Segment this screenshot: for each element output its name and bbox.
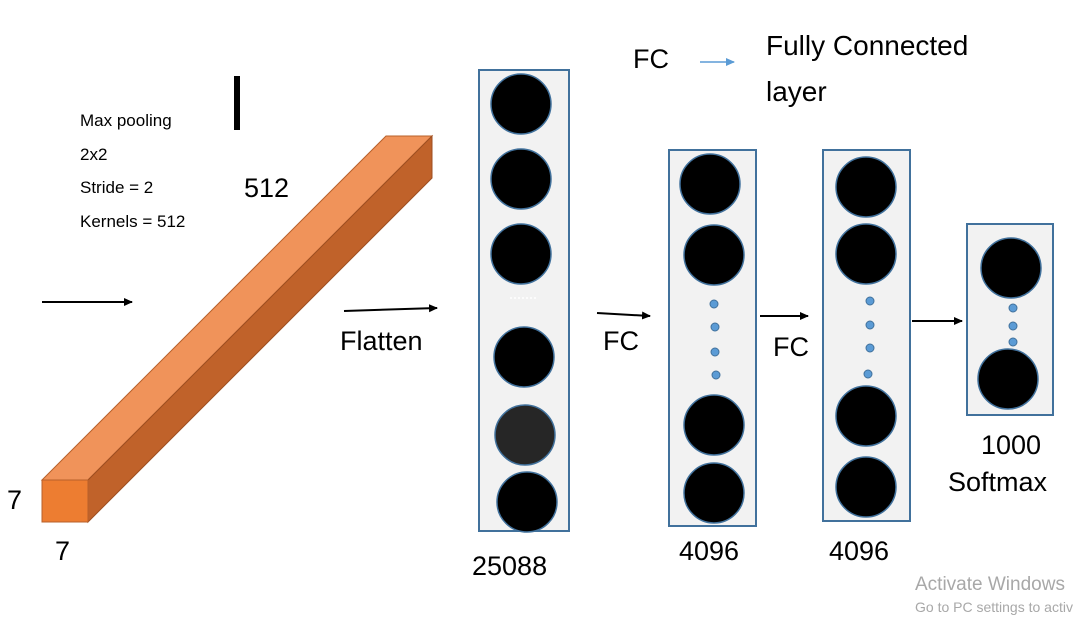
ellipsis-dot [710,347,720,357]
watermark-line1: Activate Windows [915,574,1065,595]
legend-meaning-line2: layer [766,76,827,107]
ellipsis-dot [1008,303,1018,313]
fc-layer-1 [668,149,757,527]
feature-map-width-label: 7 [55,536,71,566]
feature-map-prism [40,134,434,524]
neuron [679,153,741,215]
output-layer [966,223,1054,416]
neuron [835,223,897,285]
neuron [835,456,897,518]
neuron [835,156,897,218]
neuron [496,471,558,533]
output-size-label: 1000 [981,430,1042,460]
watermark-line2: Go to PC settings to activ [915,599,1073,615]
ellipsis-dot [710,322,720,332]
pooling-line1: Max pooling [80,111,172,130]
neuron [490,148,552,210]
fc2-size-label: 4096 [829,536,890,566]
legend-abbr: FC [633,44,669,74]
pooling-line4: Kernels = 512 [80,212,186,231]
neuron [493,326,555,388]
fc-layer-2 [822,149,911,522]
cursor-bar [234,76,240,130]
ellipsis-dot [711,370,721,380]
neuron [683,462,745,524]
neuron [977,348,1039,410]
legend-meaning-line1: Fully Connected [766,30,969,61]
flatten-layer [478,69,570,533]
feature-map-depth-label: 512 [244,173,290,203]
pooling-line2: 2x2 [80,145,108,164]
output-activation-label: Softmax [948,467,1048,497]
neuron [980,237,1042,299]
feature-map-height-label: 7 [7,485,23,515]
pooling-line3: Stride = 2 [80,178,154,197]
neuron [490,223,552,285]
ellipsis-dot [1008,337,1018,347]
flatten-size-label: 25088 [472,551,548,581]
neuron [835,385,897,447]
flatten-arrow [343,304,438,313]
neuron [683,394,745,456]
ellipsis-dot [1008,321,1018,331]
ellipsis-dot [865,296,875,306]
fc1-arrow-label: FC [603,326,639,356]
ellipsis-dot [863,369,873,379]
fc2-arrow-label: FC [773,332,809,362]
fc1-size-label: 4096 [679,536,740,566]
flatten-label: Flatten [340,326,423,356]
ellipsis-dot [865,320,875,330]
neuron [490,73,552,135]
fc1-arrow [596,311,651,320]
neuron [494,404,556,466]
neuron [683,224,745,286]
ellipsis-dot [709,299,719,309]
ellipsis-dot [865,343,875,353]
prism-front-face [41,479,89,523]
